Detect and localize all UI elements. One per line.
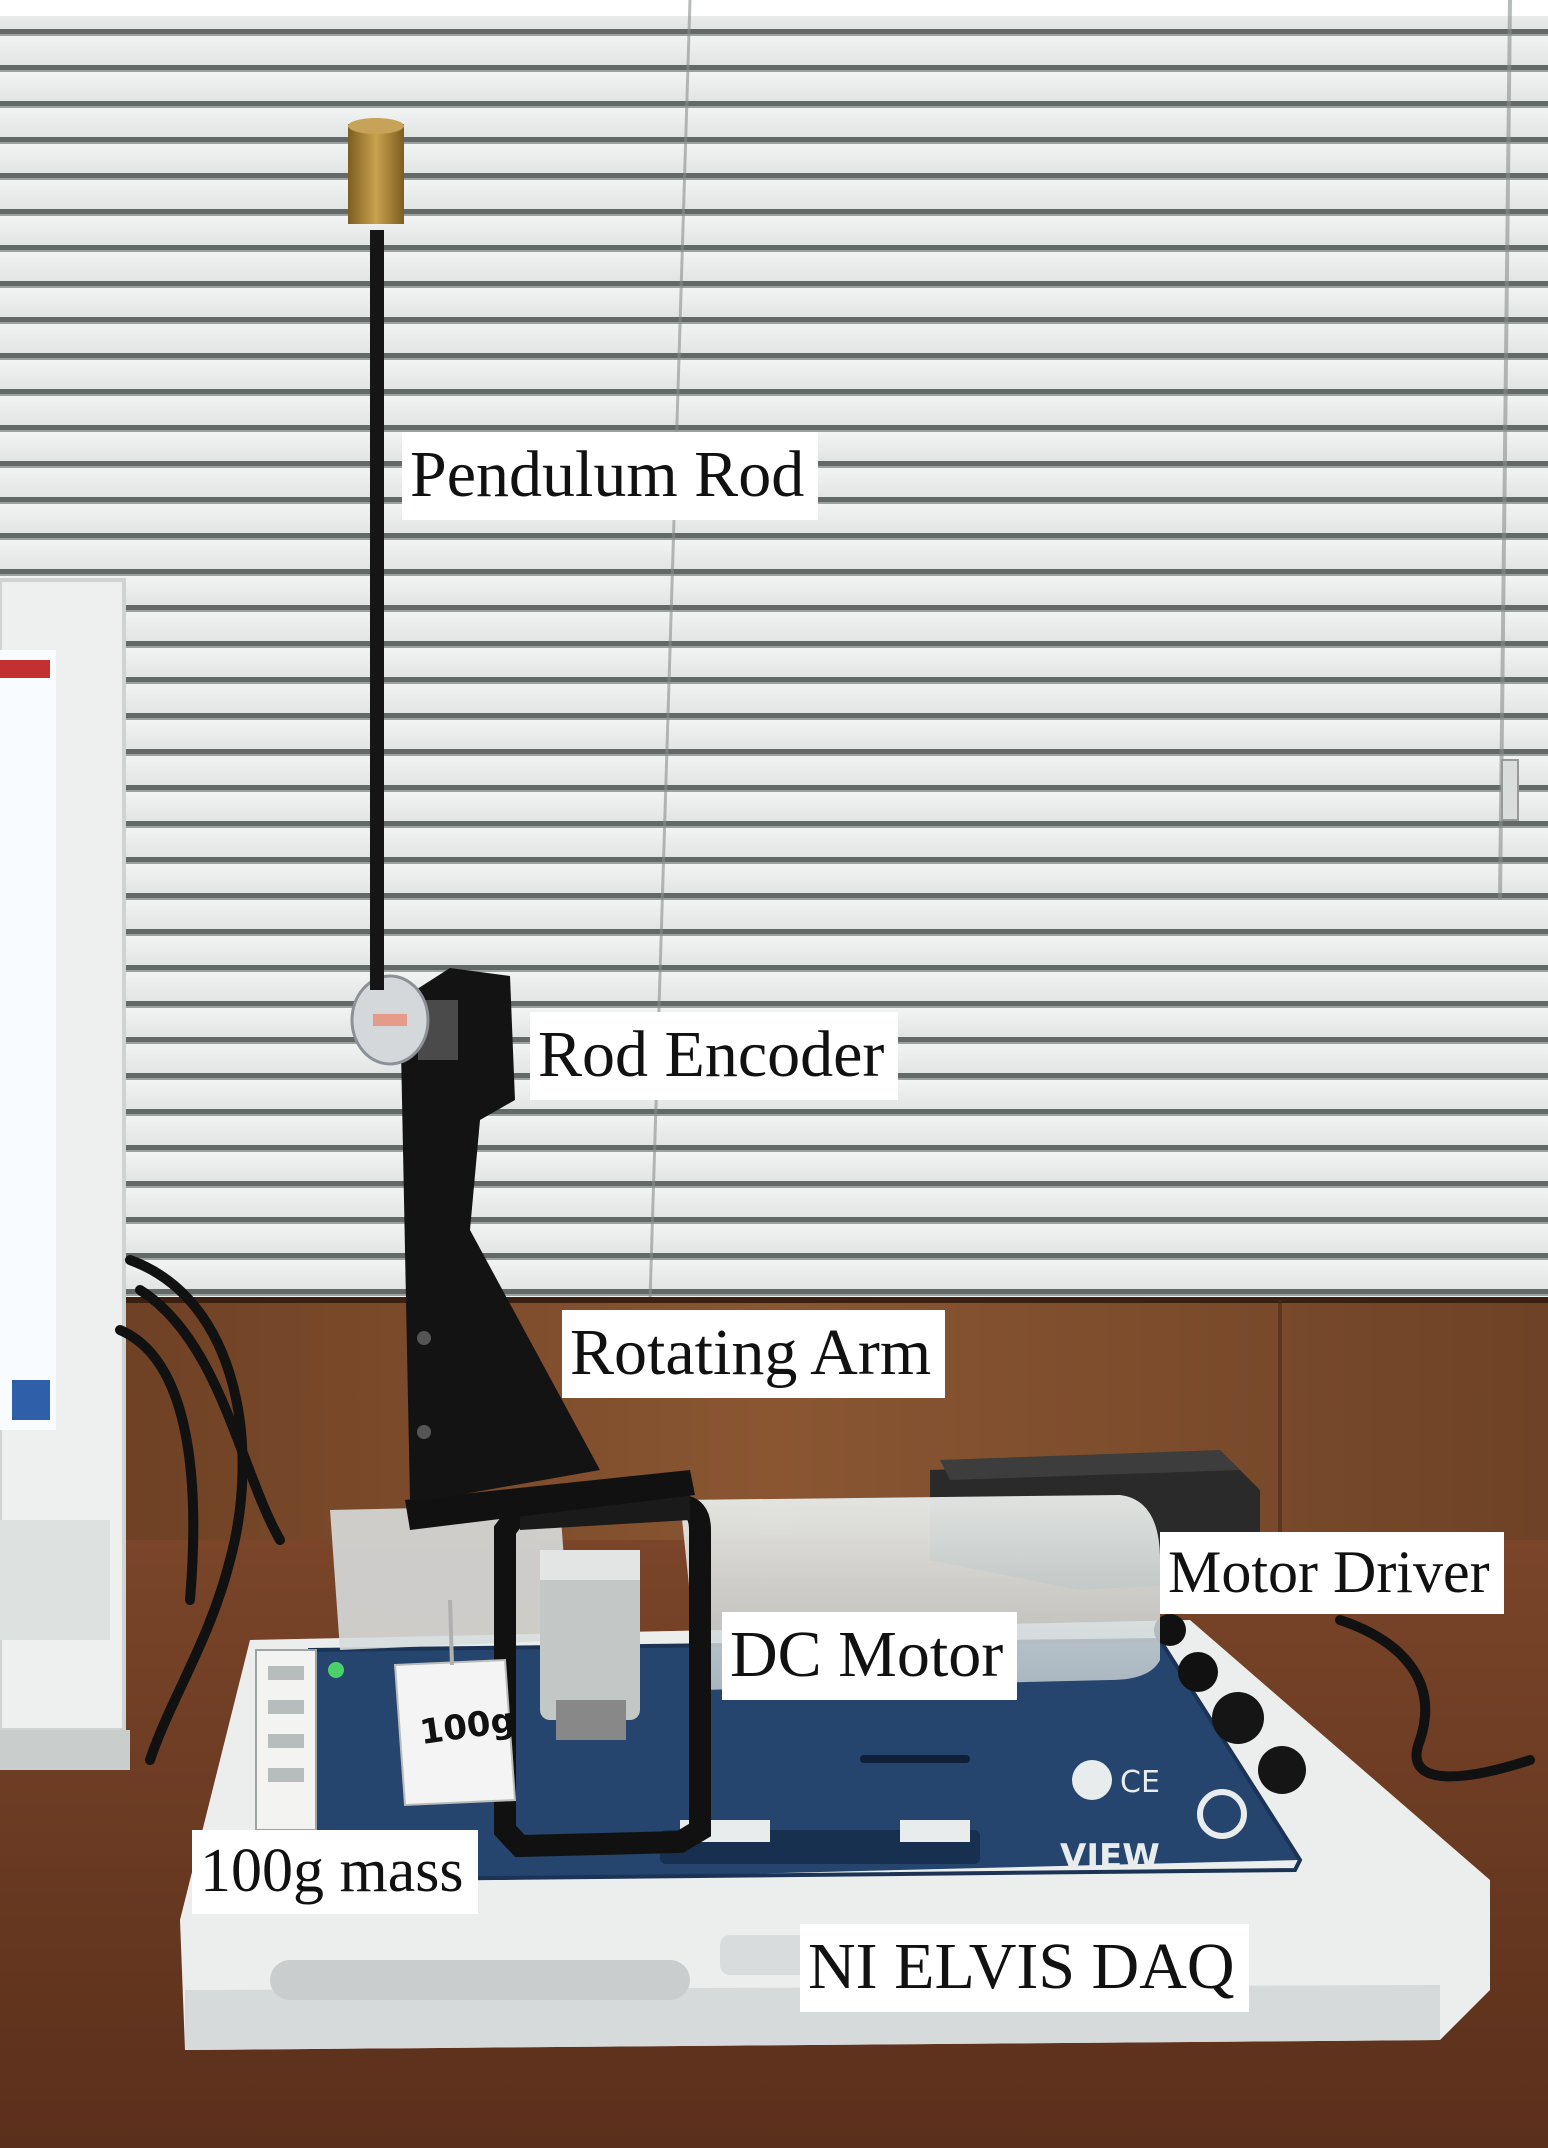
label-pendulum-rod: Pendulum Rod (402, 432, 819, 520)
board-brand: VIEW (1060, 1837, 1160, 1877)
label-daq: NI ELVIS DAQ (800, 1924, 1249, 2012)
label-dc-motor: DC Motor (722, 1612, 1018, 1700)
label-rod-encoder: Rod Encoder (530, 1012, 899, 1100)
rotating-arm (405, 1470, 695, 1530)
monitor (0, 578, 130, 1770)
label-rotating-arm: Rotating Arm (562, 1310, 946, 1398)
mass-block: 100g (393, 1599, 517, 1807)
label-motor-driver: Motor Driver (1160, 1532, 1504, 1614)
encoder-collar (350, 974, 430, 1066)
cables (115, 1255, 1535, 1782)
brass-weight (348, 124, 404, 224)
label-mass: 100g mass (192, 1830, 478, 1914)
dc-motor-assembly (494, 1490, 711, 1858)
pendulum-rod (370, 230, 384, 990)
window-blinds (0, 0, 1548, 1300)
svg-text:CE: CE (1120, 1765, 1160, 1800)
breadboard-strip (255, 1649, 344, 1831)
